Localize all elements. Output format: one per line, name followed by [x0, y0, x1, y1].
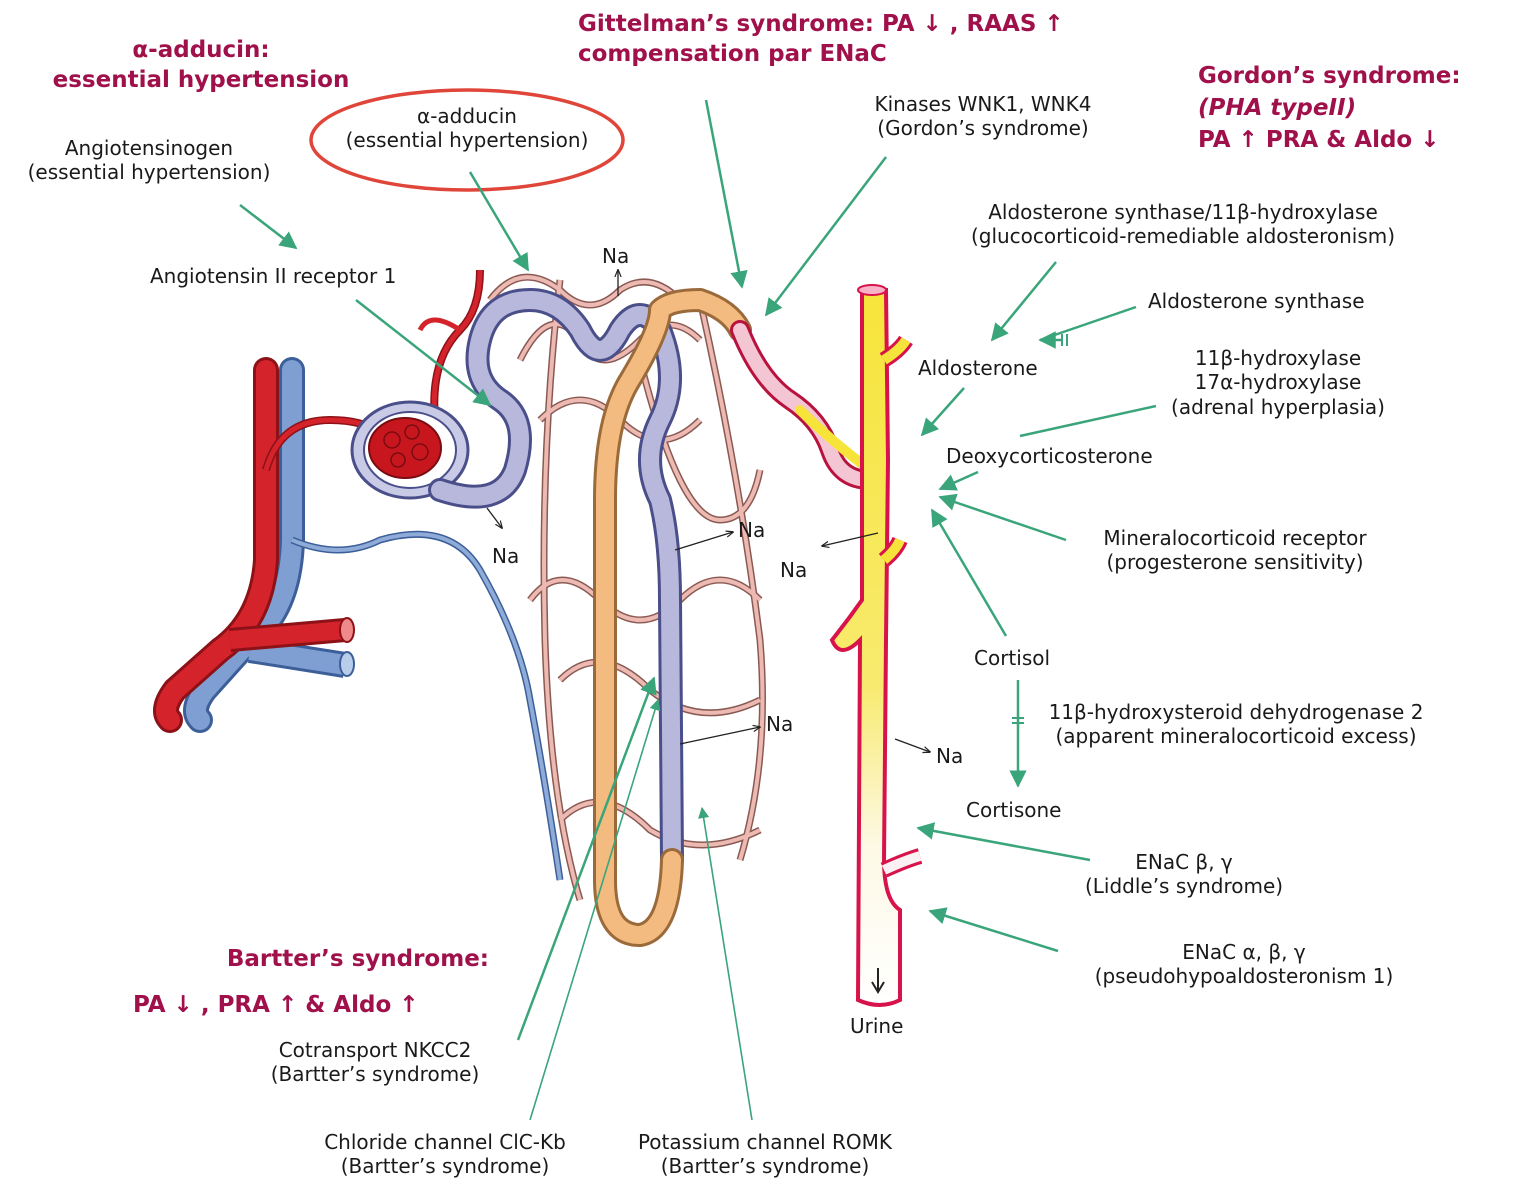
gittelman-annotation-line1: Gittelman’s syndrome: PA ↓ , RAAS ↑ — [578, 10, 1064, 40]
nkcc2-label-line2: (Bartter’s syndrome) — [250, 1062, 500, 1086]
adducin-circled-label-line2: (essential hypertension) — [322, 128, 612, 152]
na-label: Na — [492, 544, 519, 568]
romk-label-line2: (Bartter’s syndrome) — [620, 1154, 910, 1178]
mineralocorticoid-receptor-label: Mineralocorticoid receptor (progesterone… — [1080, 526, 1390, 575]
wnk-label: Kinases WNK1, WNK4 (Gordon’s syndrome) — [838, 92, 1128, 141]
gordon-annotation: Gordon’s syndrome: (PHA typeII) PA ↑ PRA… — [1198, 60, 1461, 157]
bartter-annotation-line2: PA ↓ , PRA ↑ & Aldo ↑ — [133, 982, 489, 1028]
na-label: Na — [780, 558, 807, 582]
cortisone-label: Cortisone — [966, 798, 1061, 822]
aldosterone-label: Aldosterone — [918, 356, 1038, 380]
mineralocorticoid-receptor-label-line1: Mineralocorticoid receptor — [1080, 526, 1390, 550]
gordon-annotation-line2: (PHA typeII) — [1198, 92, 1461, 124]
romk-label: Potassium channel ROMK (Bartter’s syndro… — [620, 1130, 910, 1179]
angiotensinogen-label: Angiotensinogen (essential hypertension) — [4, 136, 294, 185]
gittelman-annotation: Gittelman’s syndrome: PA ↓ , RAAS ↑ comp… — [578, 10, 1064, 70]
clc-kb-label-line2: (Bartter’s syndrome) — [300, 1154, 590, 1178]
enac-pha1-label-line2: (pseudohypoaldosteronism 1) — [1064, 964, 1424, 988]
urine-label: Urine — [850, 1014, 903, 1038]
enac-pha1-label-line1: ENaC α, β, γ — [1064, 940, 1424, 964]
bartter-annotation-line1: Bartter’s syndrome: — [133, 936, 489, 982]
hsd2-label-line1: 11β-hydroxysteroid dehydrogenase 2 — [1036, 700, 1436, 724]
hydroxylases-label-line3: (adrenal hyperplasia) — [1158, 395, 1398, 419]
hydroxylases-label-line1: 11β-hydroxylase — [1158, 346, 1398, 370]
clc-kb-label-line1: Chloride channel ClC-Kb — [300, 1130, 590, 1154]
at-receptor-label: Angiotensin II receptor 1 — [150, 264, 396, 288]
aldo-synthase-hydroxylase-label-line1: Aldosterone synthase/11β-hydroxylase — [948, 200, 1418, 224]
angiotensinogen-label-line2: (essential hypertension) — [4, 160, 294, 184]
adducin-circled-label-line1: α-adducin — [322, 104, 612, 128]
na-label: Na — [738, 518, 765, 542]
angiotensinogen-label-line1: Angiotensinogen — [4, 136, 294, 160]
collecting-duct — [832, 285, 920, 1005]
cortisol-label: Cortisol — [974, 646, 1050, 670]
gordon-annotation-line1: Gordon’s syndrome: — [1198, 60, 1461, 92]
deoxycorticosterone-label: Deoxycorticosterone — [946, 444, 1153, 468]
wnk-label-line2: (Gordon’s syndrome) — [838, 116, 1128, 140]
enac-pha1-label: ENaC α, β, γ (pseudohypoaldosteronism 1) — [1064, 940, 1424, 989]
adducin-annotation-line1: α-adducin: — [36, 36, 366, 66]
nkcc2-label: Cotransport NKCC2 (Bartter’s syndrome) — [250, 1038, 500, 1087]
hsd2-label-line2: (apparent mineralocorticoid excess) — [1036, 724, 1436, 748]
enac-liddle-label: ENaC β, γ (Liddle’s syndrome) — [1064, 850, 1304, 899]
adducin-annotation: α-adducin: essential hypertension — [36, 36, 366, 96]
clc-kb-label: Chloride channel ClC-Kb (Bartter’s syndr… — [300, 1130, 590, 1179]
gordon-annotation-line3: PA ↑ PRA & Aldo ↓ — [1198, 124, 1461, 156]
na-label: Na — [936, 744, 963, 768]
enac-liddle-label-line1: ENaC β, γ — [1064, 850, 1304, 874]
bartter-annotation: Bartter’s syndrome: PA ↓ , PRA ↑ & Aldo … — [133, 936, 489, 1028]
hydroxylases-label-line2: 17α-hydroxylase — [1158, 370, 1398, 394]
adducin-circled-label: α-adducin (essential hypertension) — [322, 104, 612, 153]
aldo-synthase-hydroxylase-label: Aldosterone synthase/11β-hydroxylase (gl… — [948, 200, 1418, 249]
wnk-label-line1: Kinases WNK1, WNK4 — [838, 92, 1128, 116]
aldo-synthase-hydroxylase-label-line2: (glucocorticoid-remediable aldosteronism… — [948, 224, 1418, 248]
na-label: Na — [602, 244, 629, 268]
romk-label-line1: Potassium channel ROMK — [620, 1130, 910, 1154]
nkcc2-label-line1: Cotransport NKCC2 — [250, 1038, 500, 1062]
enac-liddle-label-line2: (Liddle’s syndrome) — [1064, 874, 1304, 898]
aldo-synthase-label: Aldosterone synthase — [1148, 289, 1365, 313]
na-label: Na — [766, 712, 793, 736]
hydroxylases-label: 11β-hydroxylase 17α-hydroxylase (adrenal… — [1158, 346, 1398, 419]
adducin-annotation-line2: essential hypertension — [36, 66, 366, 96]
hsd2-label: 11β-hydroxysteroid dehydrogenase 2 (appa… — [1036, 700, 1436, 749]
mineralocorticoid-receptor-label-line2: (progesterone sensitivity) — [1080, 550, 1390, 574]
gittelman-annotation-line2: compensation par ENaC — [578, 40, 1064, 70]
distal-tubule — [740, 330, 870, 480]
